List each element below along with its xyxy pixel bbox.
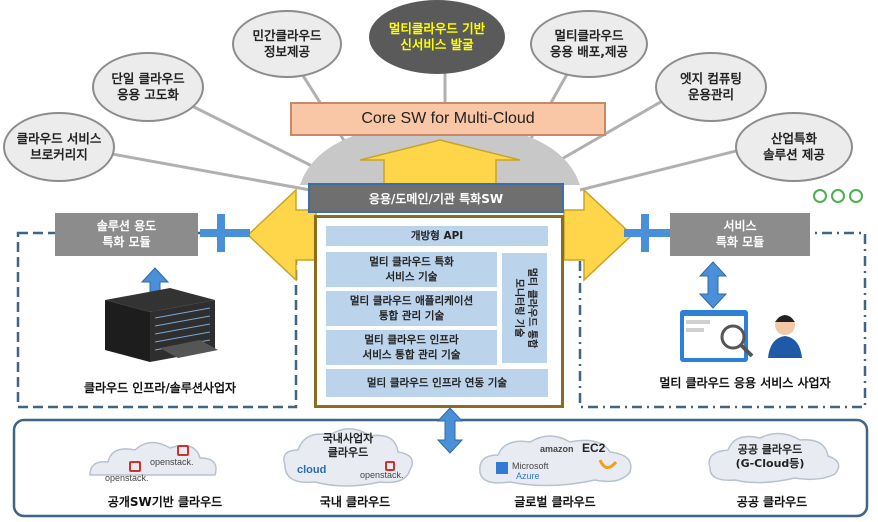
logo-accents bbox=[129, 445, 618, 474]
browser-user-icon bbox=[680, 310, 802, 362]
tech-item-service: 멀티 클라우드 특화 서비스 기술 bbox=[326, 252, 497, 287]
bubble-new-service: 멀티클라우드 기반 신서비스 발굴 bbox=[369, 0, 505, 74]
right-caption: 멀티 클라우드 응용 서비스 사업자 bbox=[659, 376, 831, 390]
right-region-frame bbox=[578, 231, 867, 409]
app-domain-bar: 응용/도메인/기관 특화SW bbox=[308, 183, 564, 213]
monitoring-layer: 멀티 클라우드 통합 모니터링 기술 bbox=[502, 253, 547, 363]
open-api-layer: 개방형 API bbox=[326, 226, 548, 246]
bubble-cloud-brokerage: 클라우드 서비스 브로커리지 bbox=[3, 112, 115, 182]
bottom-clouds bbox=[89, 428, 840, 487]
ellipsis-circles bbox=[813, 189, 863, 203]
caption-global-cloud: 글로벌 클라우드 bbox=[514, 495, 596, 509]
amazon-logo: amazon bbox=[540, 444, 574, 454]
openstack-logo-bottom: openstack. bbox=[105, 473, 149, 483]
ec2-logo: EC2 bbox=[582, 441, 606, 455]
bubble-single-cloud: 단일 클라우드 응용 고도화 bbox=[92, 52, 204, 122]
caption-public-cloud: 공공 클라우드 bbox=[736, 495, 808, 509]
bubble-industry-solution: 산업특화 솔루션 제공 bbox=[735, 112, 853, 182]
microsoft-logo: Microsoft bbox=[512, 461, 549, 471]
domestic-cloud-label: 국내사업자 클라우드 bbox=[322, 432, 374, 459]
plus-connectors bbox=[200, 214, 674, 252]
caption-opensource-cloud: 공개SW기반 클라우드 bbox=[107, 495, 223, 509]
building-icon bbox=[105, 288, 218, 362]
bubble-app-deploy: 멀티클라우드 응용 배포,제공 bbox=[530, 10, 648, 78]
azure-logo: Azure bbox=[516, 471, 540, 481]
left-solution-module: 솔루션 용도 특화 모듈 bbox=[55, 213, 198, 256]
infra-integration-layer: 멀티 클라우드 인프라 연동 기술 bbox=[326, 369, 548, 397]
left-caption: 클라우드 인프라/솔루션사업자 bbox=[83, 381, 237, 395]
openstack-logo-domestic: openstack. bbox=[360, 470, 404, 480]
bubble-edge-computing: 엣지 컴퓨팅 운용관리 bbox=[655, 52, 767, 122]
cloud-logo: cloud bbox=[297, 464, 327, 476]
openstack-logo-top: openstack. bbox=[150, 457, 194, 467]
right-service-module: 서비스 특화 모듈 bbox=[670, 213, 810, 256]
core-sw-banner: Core SW for Multi-Cloud bbox=[290, 102, 606, 136]
tech-item-infra: 멀티 클라우드 인프라 서비스 통합 관리 기술 bbox=[326, 330, 497, 365]
tech-item-application: 멀티 클라우드 애플리케이션 통합 관리 기술 bbox=[326, 291, 497, 326]
monitoring-label: 멀티 클라우드 통합 모니터링 기술 bbox=[512, 267, 537, 349]
bubble-private-cloud-info: 민간클라우드 정보제공 bbox=[232, 10, 342, 78]
public-cloud-label: 공공 클라우드 (G-Cloud등) bbox=[735, 443, 805, 470]
caption-domestic-cloud: 국내 클라우드 bbox=[319, 495, 391, 509]
yellow-arrows bbox=[246, 139, 634, 282]
